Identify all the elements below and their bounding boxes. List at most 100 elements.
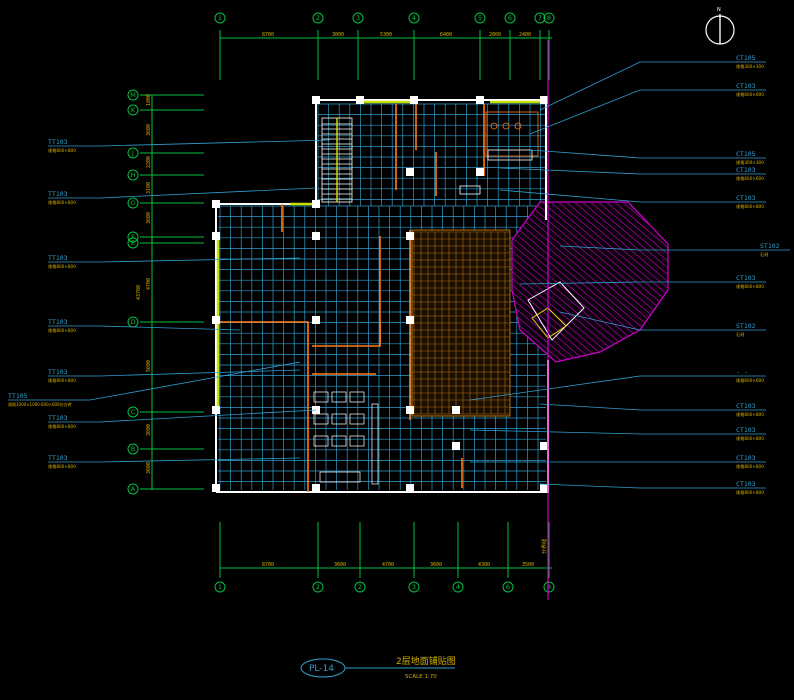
column (406, 232, 414, 240)
svg-text:A: A (131, 485, 136, 493)
svg-text:3500: 3500 (522, 562, 534, 568)
svg-text:规格600×600: 规格600×600 (736, 91, 764, 98)
right-material-tags: CT105规格300×300CT103规格600×600CT105规格300×3… (469, 54, 790, 496)
column (356, 96, 364, 104)
svg-text:规格800×800: 规格800×800 (736, 435, 764, 442)
svg-text:ST102: ST102 (736, 322, 756, 330)
axis-marker-top: 3 (352, 12, 364, 24)
svg-text:3600: 3600 (146, 462, 152, 474)
column (212, 200, 220, 208)
column (212, 406, 220, 414)
svg-text:CT103: CT103 (736, 480, 756, 488)
axis-marker-left: K (127, 104, 139, 116)
svg-text:TT105: TT105 (8, 392, 28, 400)
svg-text:规格800×800: 规格800×800 (48, 377, 76, 384)
svg-text:4: 4 (412, 14, 416, 22)
svg-text:CT103: CT103 (736, 426, 756, 434)
axis-marker-left: F (127, 231, 139, 243)
column (312, 484, 320, 492)
north-label: N (717, 7, 721, 13)
axis-marker-left: E (127, 237, 139, 249)
svg-text:5: 5 (478, 14, 482, 22)
section-divider: 分界线 (541, 40, 549, 600)
svg-text:1800: 1800 (146, 94, 152, 106)
column (476, 168, 484, 176)
svg-text:6400: 6400 (440, 32, 452, 38)
axis-marker-left: G (127, 197, 139, 209)
column (540, 96, 548, 104)
axis-marker-bottom: 8 (543, 581, 555, 593)
svg-text:规格800×800: 规格800×800 (736, 203, 764, 210)
axis-marker-top: 5 (474, 12, 486, 24)
parquet-area (411, 229, 511, 417)
axis-marker-top: 7 (534, 12, 546, 24)
accent-walls (216, 100, 540, 410)
svg-text:石材: 石材 (736, 331, 744, 338)
bottom-dimension-values: 8700 3600 4700 3600 4300 3500 (262, 562, 534, 568)
svg-text:规格800×800: 规格800×800 (48, 463, 76, 470)
axis-marker-bottom: 3 (408, 581, 420, 593)
column (406, 484, 414, 492)
north-arrow: N (705, 7, 735, 45)
staircase (321, 117, 353, 203)
svg-text:3000: 3000 (332, 32, 344, 38)
title-block: PL-14 2层地面铺贴图 SCALE 1:70 (300, 655, 456, 680)
svg-text:2: 2 (316, 583, 320, 591)
svg-text:规格800×800: 规格800×800 (48, 263, 76, 270)
svg-text:6: 6 (508, 14, 512, 22)
svg-text:ST102: ST102 (760, 242, 780, 250)
partitions (218, 104, 485, 492)
axis-marker-left: C (127, 406, 139, 418)
svg-text:6: 6 (506, 583, 510, 591)
column (452, 442, 460, 450)
svg-text:4700: 4700 (146, 278, 152, 290)
svg-text:8700: 8700 (262, 562, 274, 568)
svg-text:5600: 5600 (146, 360, 152, 372)
svg-text:CT105: CT105 (736, 150, 756, 158)
column (312, 96, 320, 104)
svg-text:8: 8 (547, 14, 551, 22)
svg-text:CT103: CT103 (736, 82, 756, 90)
column (406, 316, 414, 324)
axis-marker-bottom: 2 (312, 581, 324, 593)
svg-text:TT103: TT103 (48, 190, 68, 198)
svg-text:TT103: TT103 (48, 454, 68, 462)
svg-text:规格1000×1000·600×600仿古砖: 规格1000×1000·600×600仿古砖 (8, 401, 72, 407)
left-dimension-chain (140, 94, 204, 490)
svg-text:规格800×800: 规格800×800 (48, 199, 76, 206)
axis-marker-top: 6 (504, 12, 516, 24)
column (312, 232, 320, 240)
svg-text:3600: 3600 (146, 424, 152, 436)
column (212, 484, 220, 492)
svg-text:CT105: CT105 (736, 54, 756, 62)
column (540, 442, 548, 450)
svg-text:CT103: CT103 (736, 402, 756, 410)
svg-text:1: 1 (218, 14, 222, 22)
restroom-fixtures (459, 111, 539, 195)
svg-text:D: D (130, 318, 135, 326)
svg-text:K: K (131, 106, 136, 114)
axis-marker-bottom: 6 (502, 581, 514, 593)
svg-text:CT103: CT103 (736, 454, 756, 462)
column (312, 200, 320, 208)
svg-text:规格800×800: 规格800×800 (736, 411, 764, 418)
axis-marker-top: 4 (408, 12, 420, 24)
axis-marker-top: 8 (543, 12, 555, 24)
svg-text:3600: 3600 (146, 124, 152, 136)
svg-text:F: F (131, 233, 135, 241)
drawing-number: PL-14 (309, 664, 334, 674)
svg-text:8: 8 (547, 583, 551, 591)
svg-text:3600: 3600 (430, 562, 442, 568)
